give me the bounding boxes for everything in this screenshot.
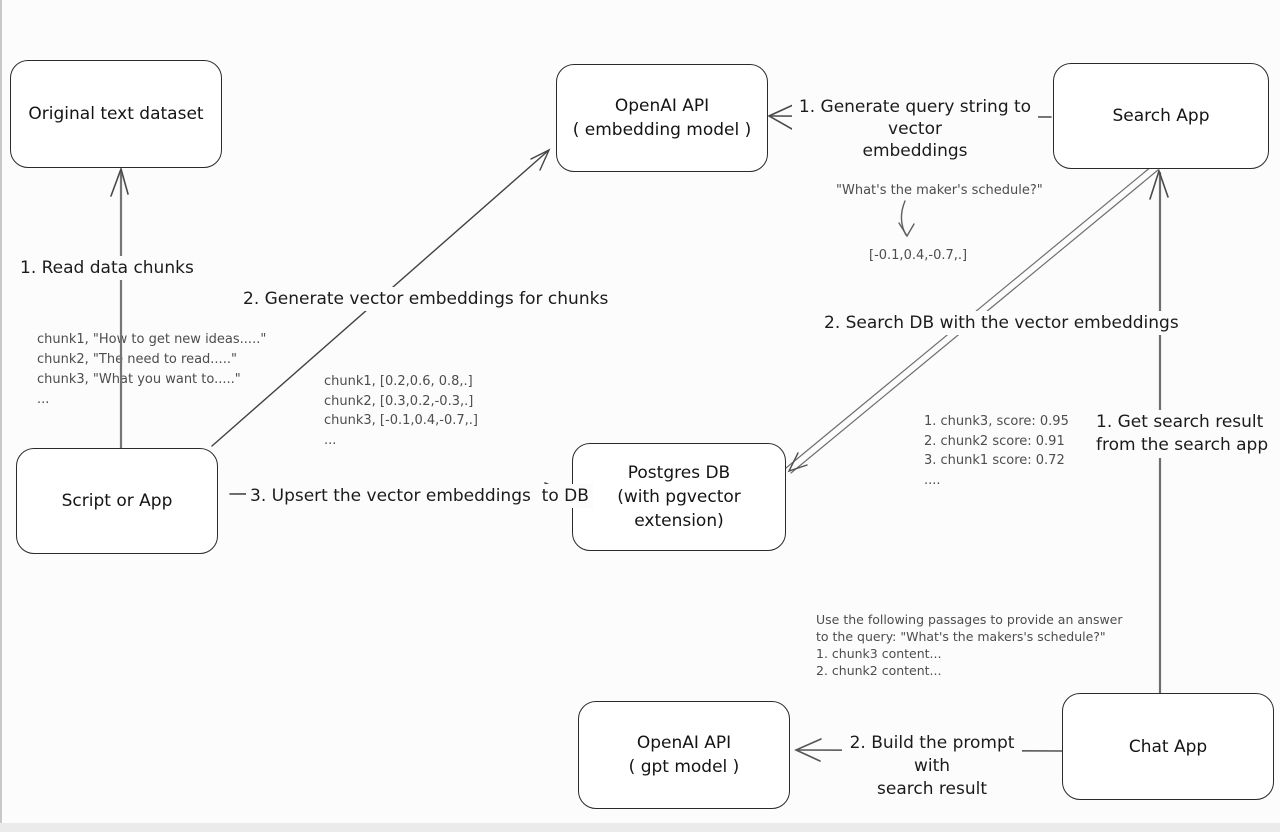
node-script-or-app: Script or App <box>16 448 218 554</box>
label-get-search-result: 1. Get search result from the search app <box>1092 410 1273 458</box>
node-chat-app: Chat App <box>1062 693 1274 800</box>
canvas-left-edge <box>0 0 2 832</box>
annotation-prompt-text: Use the following passages to provide an… <box>816 612 1123 678</box>
annotation-search-scores: 1. chunk3, score: 0.95 2. chunk2 score: … <box>924 414 1069 488</box>
node-postgres-db: Postgres DB (with pgvector extension) <box>572 443 786 551</box>
label-build-prompt: 2. Build the prompt with search result <box>842 731 1022 802</box>
label-generate-query-string: 1. Generate query string to vector embed… <box>792 95 1038 163</box>
node-original-text-dataset: Original text dataset <box>10 60 222 168</box>
label-search-db: 2. Search DB with the vector embeddings <box>820 311 1183 335</box>
canvas-bottom-edge <box>0 823 1280 832</box>
annotation-chunk-vectors: chunk1, [0.2,0.6, 0.8,.] chunk2, [0.3,0.… <box>324 374 479 448</box>
query-to-vector-arrow <box>898 200 915 238</box>
node-openai-gpt-api: OpenAI API ( gpt model ) <box>578 701 790 809</box>
annotation-query-vector: [-0.1,0.4,-0.7,.] <box>869 248 968 263</box>
read-chunks-arrow <box>110 166 129 450</box>
label-upsert-embeddings: 3. Upsert the vector embeddings to DB <box>246 484 593 508</box>
annotation-chunk-texts: chunk1, "How to get new ideas....." chun… <box>37 332 267 407</box>
label-generate-vector-embeddings: 2. Generate vector embeddings for chunks <box>239 287 613 311</box>
node-search-app: Search App <box>1053 63 1269 169</box>
label-read-data-chunks: 1. Read data chunks <box>16 256 198 280</box>
node-openai-embedding-api: OpenAI API ( embedding model ) <box>556 64 768 172</box>
annotation-query-string: "What's the maker's schedule?" <box>836 183 1043 198</box>
